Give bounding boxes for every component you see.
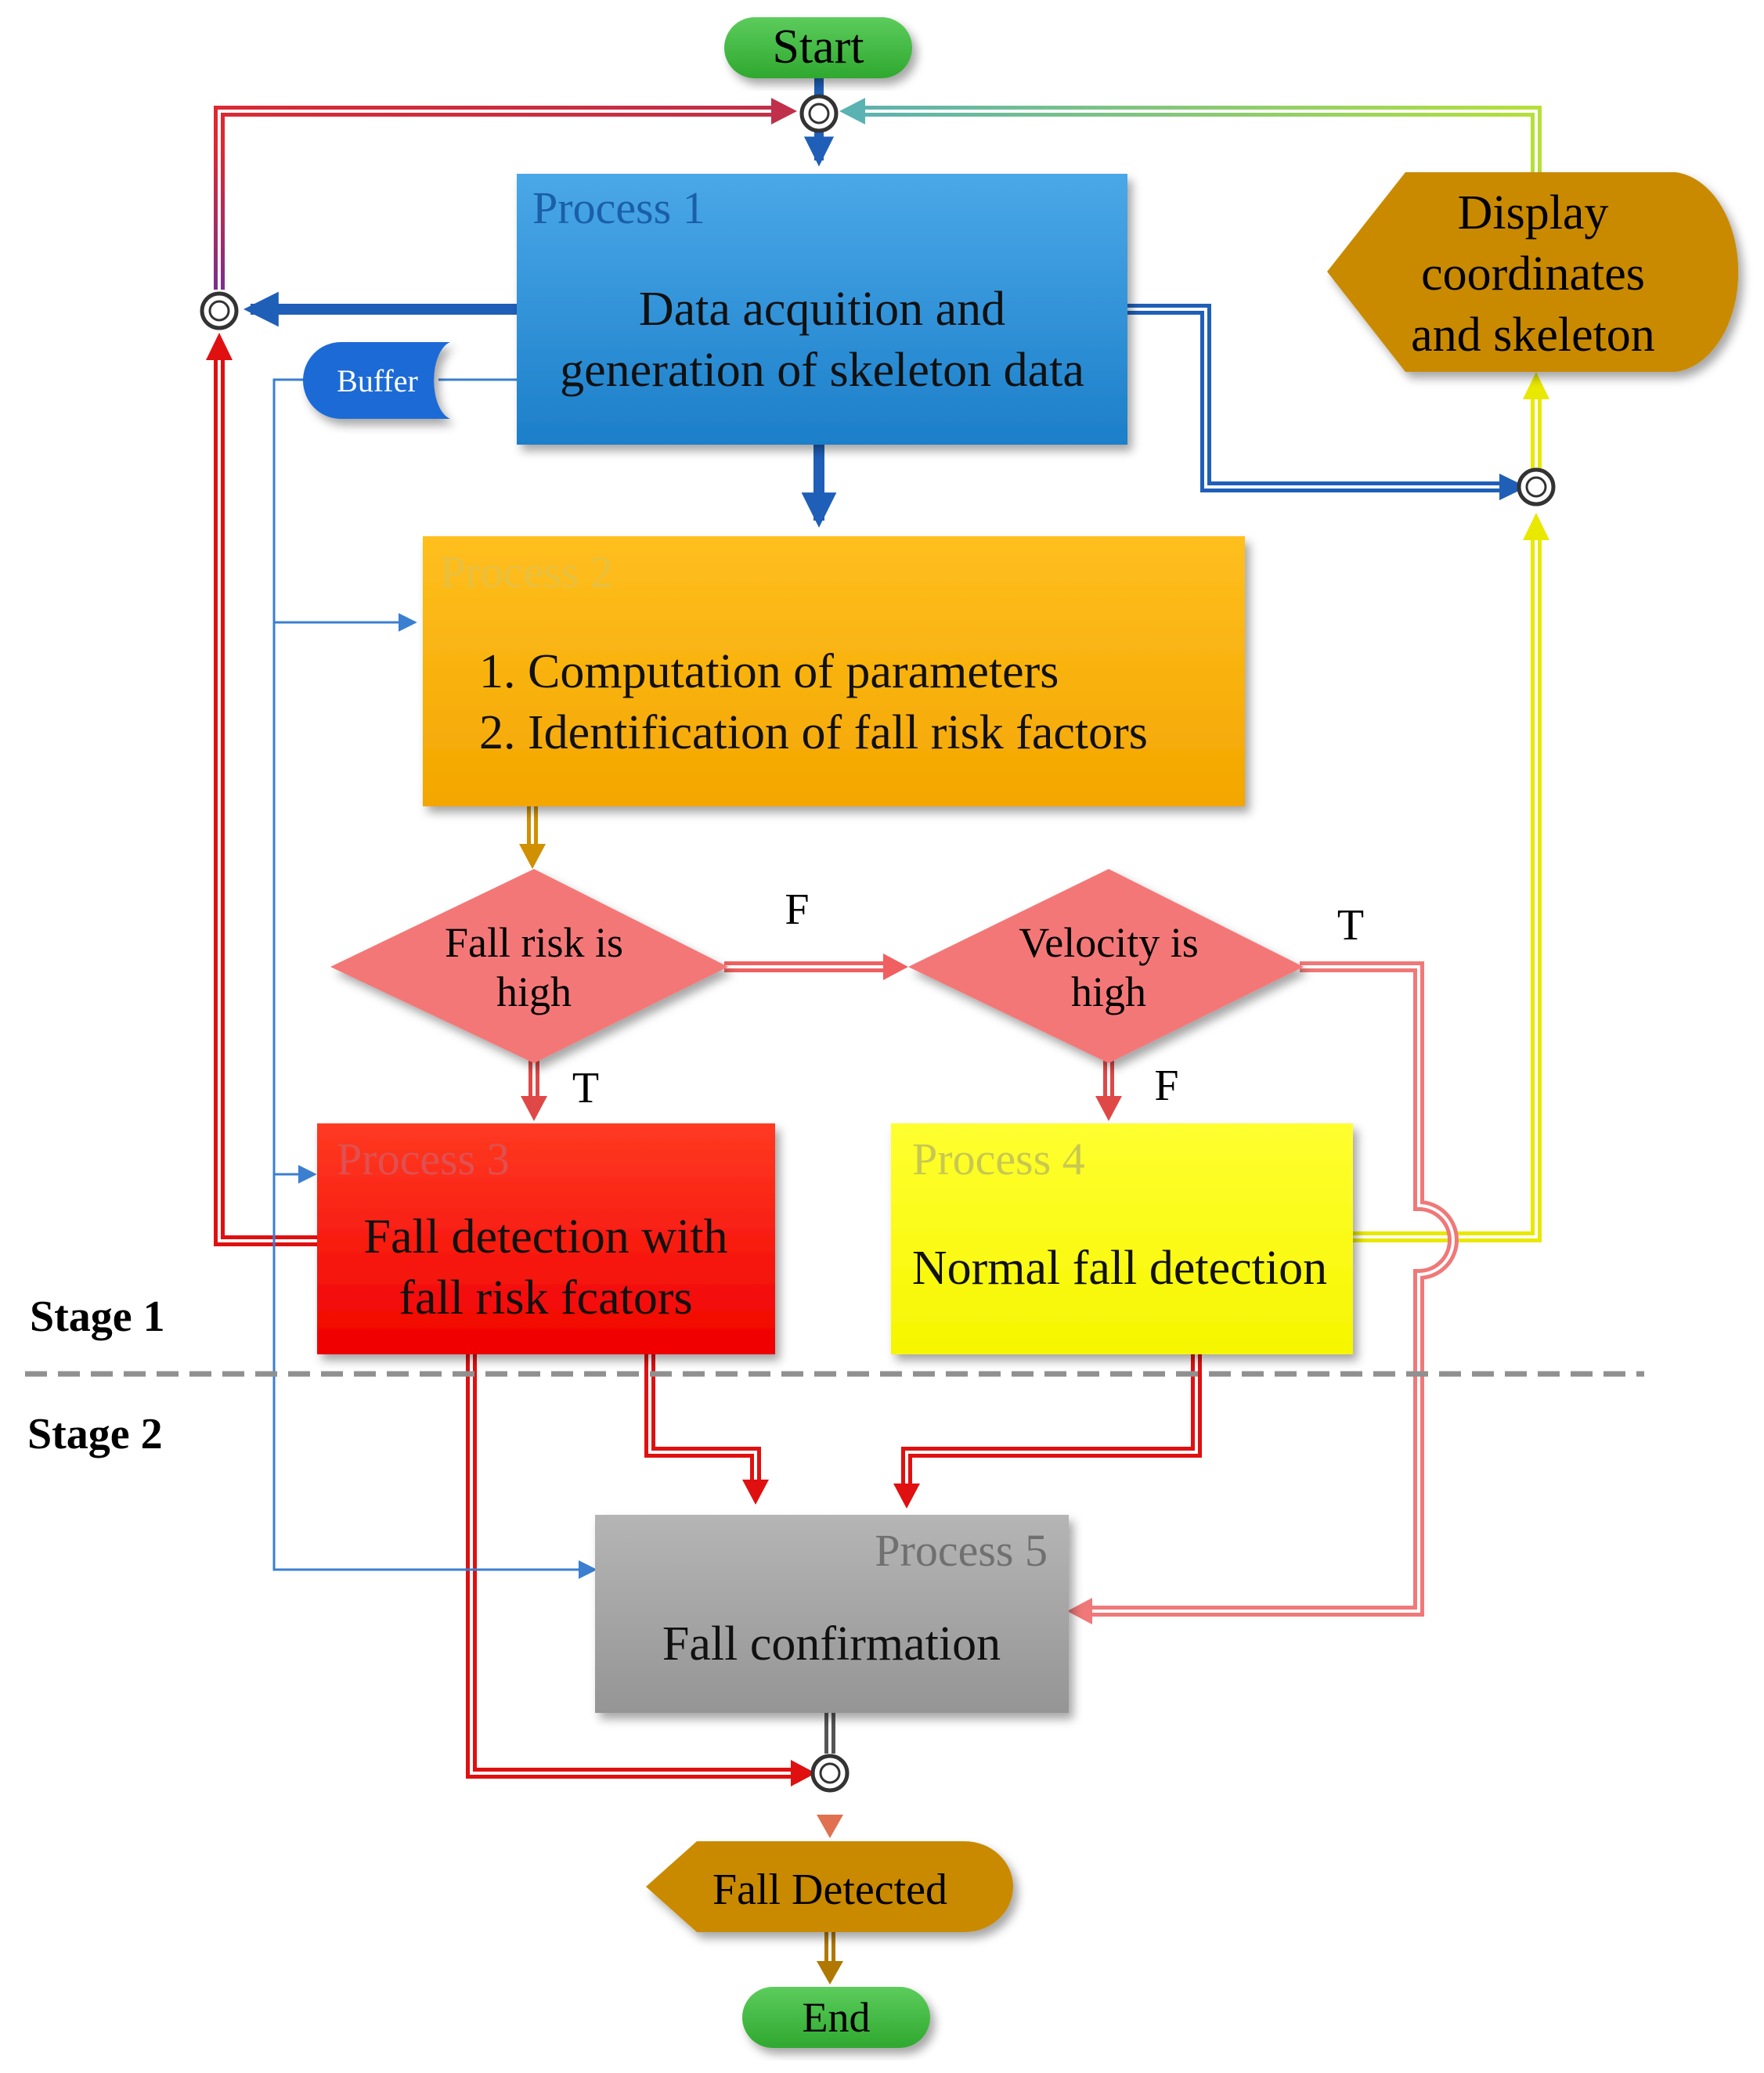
start-terminal: Start bbox=[724, 17, 912, 78]
buffer-label: Buffer bbox=[337, 363, 418, 398]
decision1-line2: high bbox=[496, 968, 572, 1015]
decision2-line2: high bbox=[1071, 968, 1146, 1015]
fall-detected-shape: Fall Detected bbox=[646, 1841, 1013, 1932]
edge-buffer-process2 bbox=[272, 378, 417, 632]
arrow-decision1-decision2 bbox=[883, 954, 908, 980]
process3-box: Process 3 Fall detection with fall risk … bbox=[317, 1123, 775, 1354]
arrow-process3-process5 bbox=[742, 1480, 769, 1505]
process2-line2: 2. Identification of fall risk factors bbox=[479, 706, 1148, 759]
process2-box: Process 2 1. Computation of parameters 2… bbox=[423, 536, 1245, 806]
process4-title: Process 4 bbox=[912, 1134, 1085, 1184]
process5-box: Process 5 Fall confirmation bbox=[595, 1515, 1069, 1713]
process5-title: Process 5 bbox=[875, 1525, 1048, 1576]
arrow-process1-right bbox=[1499, 474, 1527, 500]
display-line1: Display bbox=[1458, 186, 1609, 240]
arrow-process2-decision1 bbox=[519, 844, 546, 869]
arrow-left-loop bbox=[771, 98, 797, 124]
stage2-label: Stage 2 bbox=[27, 1410, 163, 1458]
process5-line1: Fall confirmation bbox=[662, 1617, 1001, 1671]
arrow-decision2-process4 bbox=[1095, 1096, 1122, 1121]
arrow-decision1-process3 bbox=[521, 1096, 547, 1121]
end-terminal: End bbox=[742, 1987, 930, 2048]
process2-title: Process 2 bbox=[440, 546, 613, 597]
edge-buffer-process5 bbox=[272, 1174, 597, 1579]
process3-line1: Fall detection with bbox=[364, 1210, 728, 1264]
process4-box: Process 4 Normal fall detection bbox=[891, 1123, 1353, 1354]
label-d2-false: F bbox=[1154, 1062, 1178, 1110]
label-d2-true: T bbox=[1337, 901, 1364, 950]
junction-right bbox=[1517, 467, 1556, 507]
arrow-process3-left bbox=[206, 333, 233, 360]
process2-line1: 1. Computation of parameters bbox=[479, 645, 1059, 698]
label-d1-true: T bbox=[572, 1064, 599, 1112]
process3-line2: fall risk fcators bbox=[399, 1271, 692, 1325]
junction-top bbox=[799, 94, 839, 133]
decision2-line1: Velocity is bbox=[1019, 919, 1198, 966]
fall-detected-label: Fall Detected bbox=[712, 1866, 947, 1914]
decision1-line1: Fall risk is bbox=[445, 919, 623, 966]
arrow-process4-right bbox=[1523, 513, 1549, 540]
junction-bottom bbox=[810, 1754, 850, 1793]
buffer-shape: Buffer bbox=[303, 342, 450, 419]
edge-process4-right bbox=[1353, 532, 1542, 1242]
label-d1-false: F bbox=[785, 885, 809, 934]
process3-title: Process 3 bbox=[337, 1134, 510, 1184]
junction-left bbox=[200, 291, 239, 330]
arrow-junction-display bbox=[1523, 372, 1549, 399]
arrow-display-loop bbox=[839, 98, 865, 124]
display-line3: and skeleton bbox=[1411, 308, 1655, 362]
edge-display-loop bbox=[855, 106, 1542, 172]
decision2-diamond: Velocity is high bbox=[908, 869, 1304, 1063]
edge-buffer-process3 bbox=[272, 622, 317, 1184]
display-shape: Display coordinates and skeleton bbox=[1327, 172, 1739, 372]
stage1-label: Stage 1 bbox=[30, 1292, 165, 1341]
arrow-decision2-process5 bbox=[1067, 1598, 1092, 1624]
edge-process3-left bbox=[214, 344, 319, 1246]
arrow-process4-process5 bbox=[893, 1484, 920, 1509]
arrow-process3-junction bbox=[791, 1760, 816, 1786]
start-label: Start bbox=[772, 20, 864, 74]
display-line2: coordinates bbox=[1421, 247, 1645, 301]
process1-line2: generation of skeleton data bbox=[560, 344, 1084, 397]
arrow-falldetected-end bbox=[817, 1961, 843, 1985]
end-label: End bbox=[803, 1994, 871, 2041]
process1-title: Process 1 bbox=[532, 182, 705, 233]
process4-line1: Normal fall detection bbox=[912, 1242, 1327, 1295]
process1-line1: Data acquition and bbox=[639, 283, 1005, 336]
process1-box: Process 1 Data acquition and generation … bbox=[517, 174, 1127, 445]
arrow-junction-falldetected bbox=[817, 1815, 843, 1838]
decision1-diamond: Fall risk is high bbox=[330, 869, 728, 1063]
